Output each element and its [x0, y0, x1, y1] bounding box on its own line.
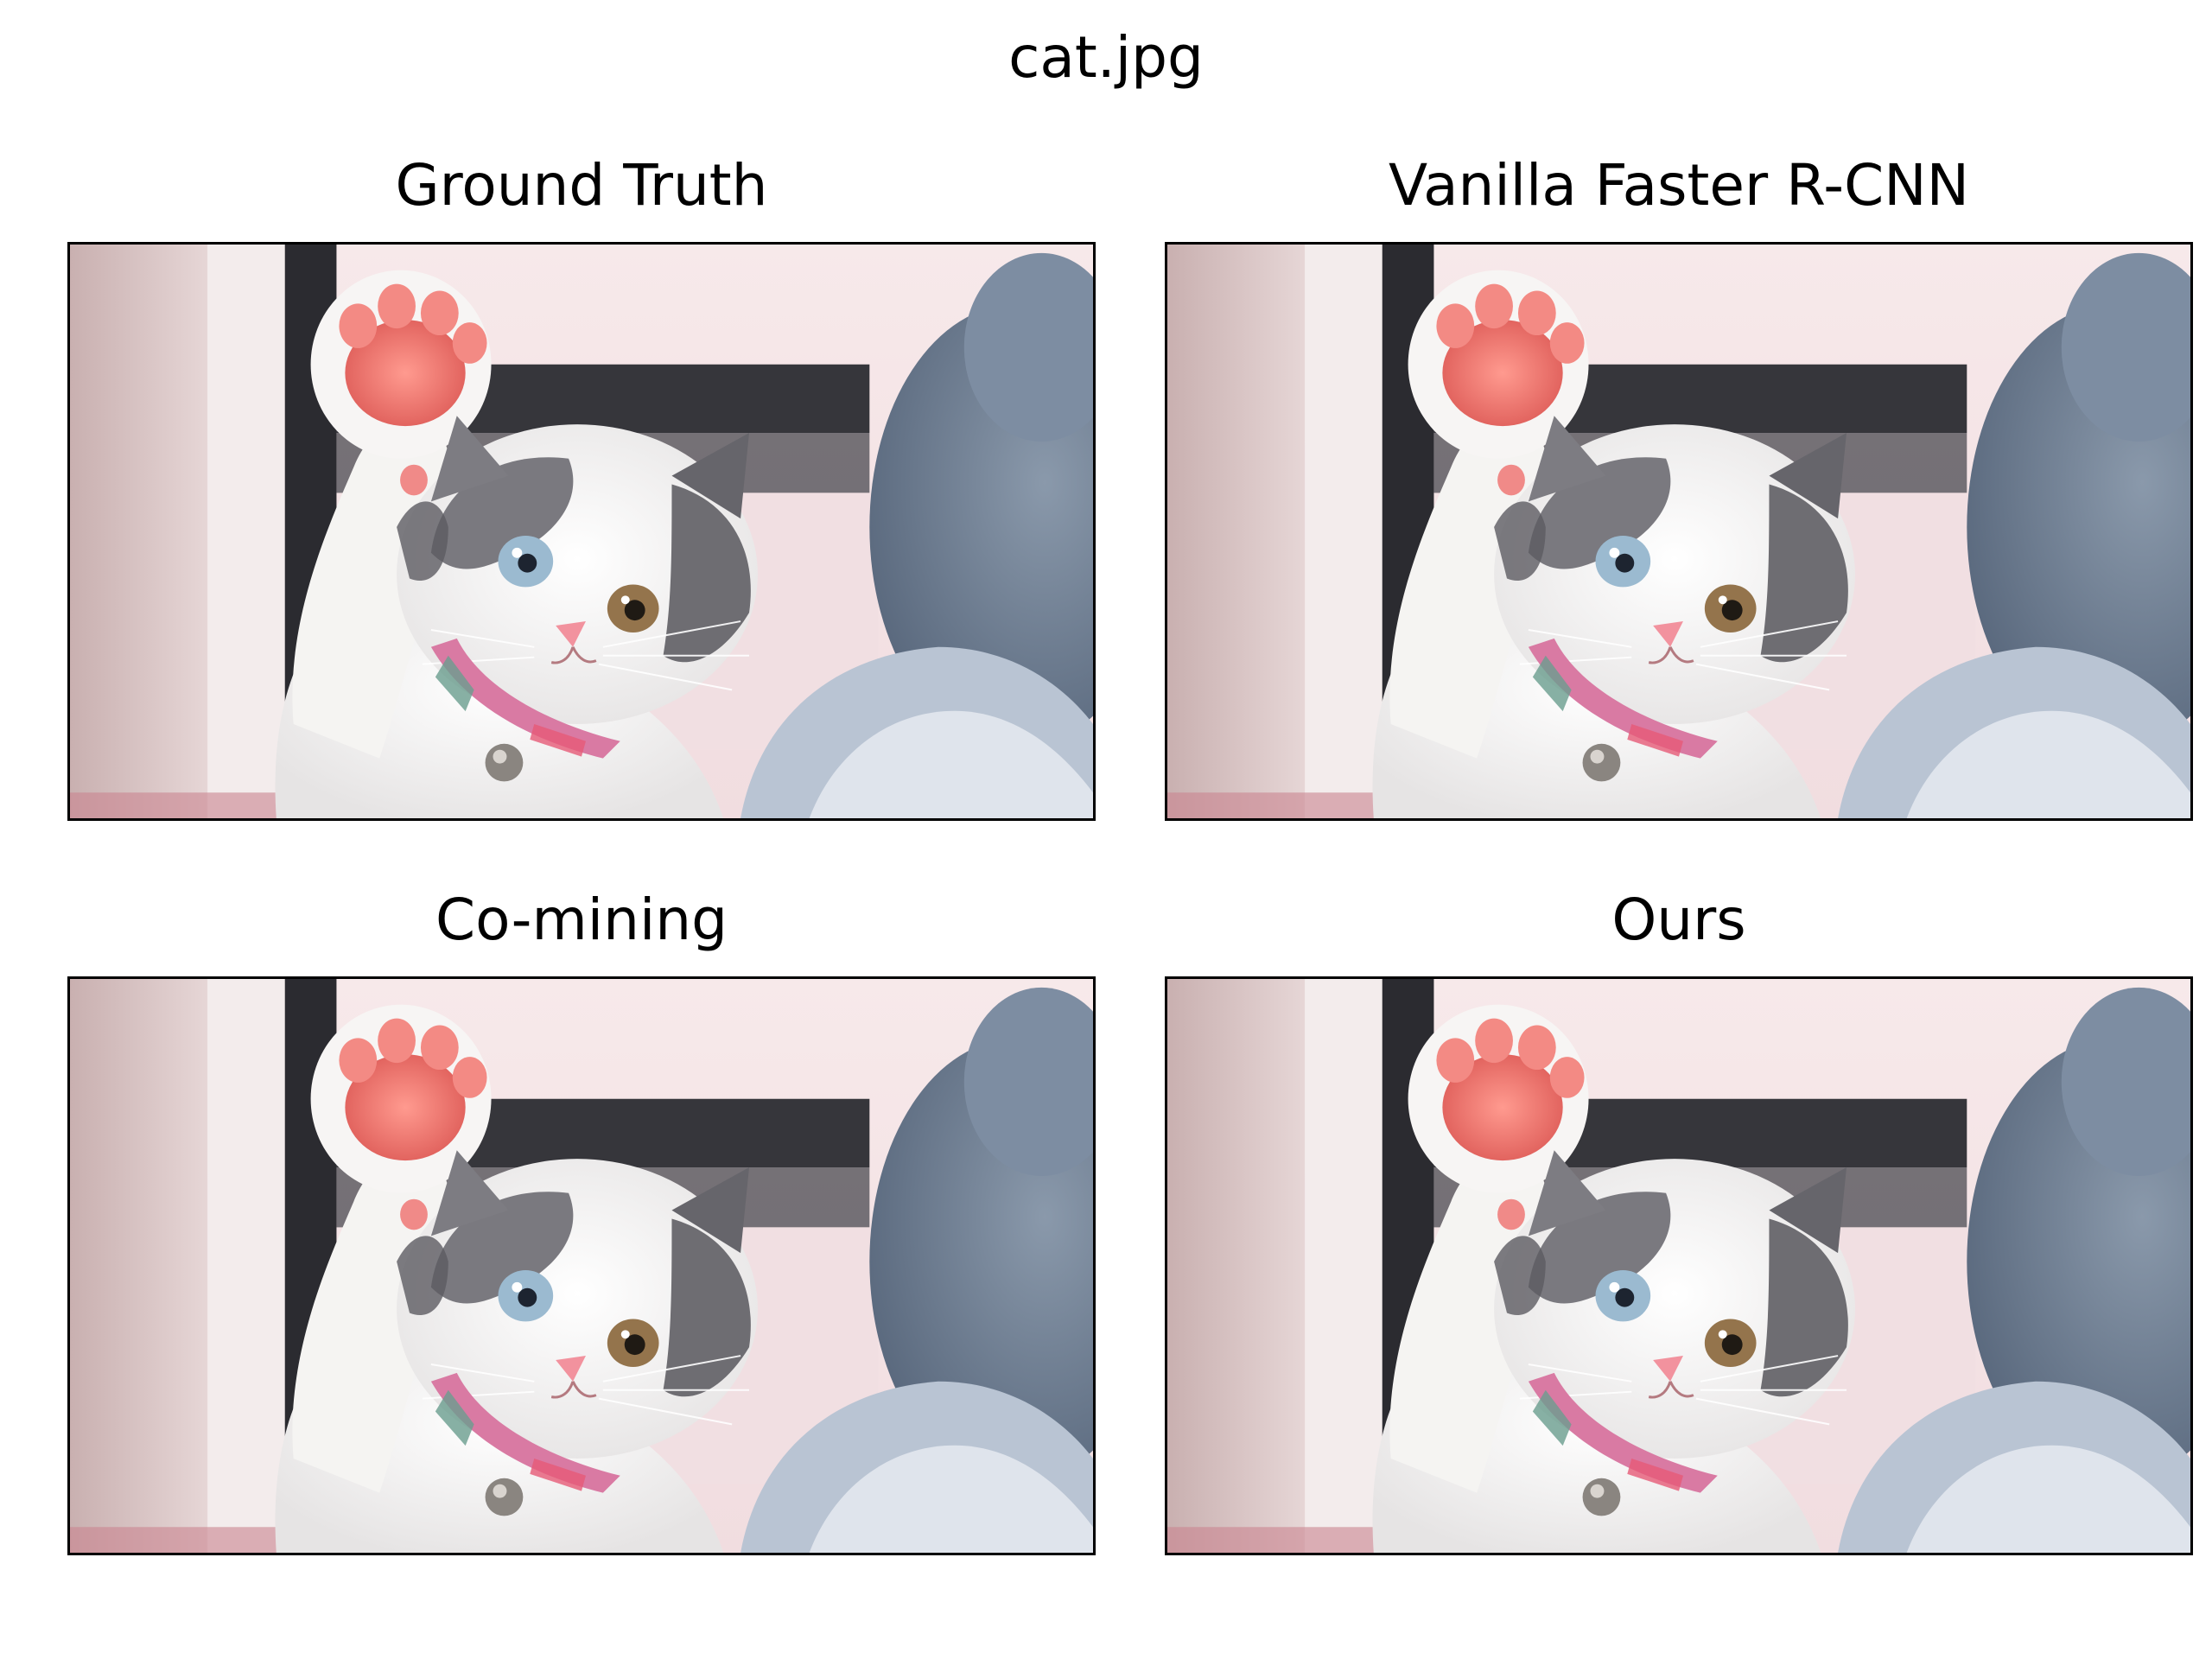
kitten-image — [1165, 976, 2193, 1555]
panel-vanilla-faster-rcnn: Vanilla Faster R-CNN — [1165, 152, 2193, 821]
panel-ground-truth: Ground Truth — [67, 152, 1096, 821]
panel-title: Co-mining — [435, 887, 728, 953]
panel-ours: Ours — [1165, 887, 2193, 1555]
panel-co-mining: Co-mining — [67, 887, 1096, 1555]
panel-title: Vanilla Faster R-CNN — [1389, 152, 1969, 219]
panel-title: Ours — [1611, 887, 1746, 953]
figure-title: cat.jpg — [1008, 24, 1204, 91]
kitten-image — [67, 976, 1096, 1555]
kitten-image — [67, 242, 1096, 821]
kitten-image — [1165, 242, 2193, 821]
panel-title: Ground Truth — [395, 152, 768, 219]
